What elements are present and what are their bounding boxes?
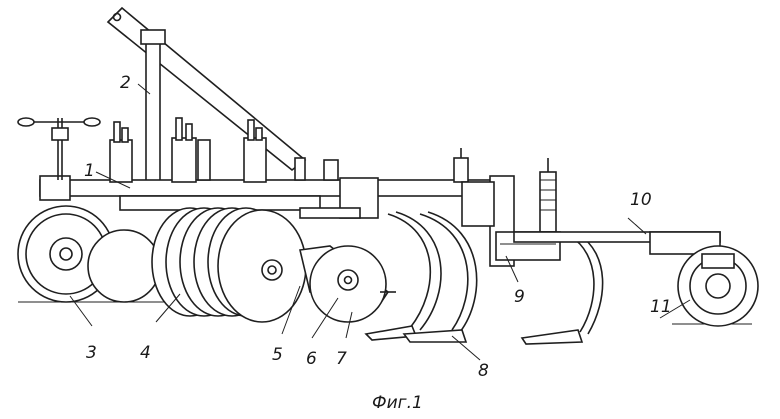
center-block xyxy=(299,177,379,219)
figure-caption: Фиг.1 xyxy=(372,393,423,413)
label-3: 3 xyxy=(86,343,97,363)
press-wheel-assembly xyxy=(299,245,396,323)
ground-lines xyxy=(18,301,752,325)
part-labels: 1 2 3 4 5 6 7 8 9 10 11 xyxy=(84,73,672,381)
label-11: 11 xyxy=(650,297,672,317)
disc-gang xyxy=(151,207,307,323)
screw-adjuster xyxy=(17,117,101,180)
label-1: 1 xyxy=(84,161,95,181)
label-5: 5 xyxy=(272,345,283,365)
rear-wheel xyxy=(677,245,759,327)
label-10: 10 xyxy=(630,190,652,210)
curved-tines xyxy=(364,211,478,343)
front-roller xyxy=(17,205,161,303)
label-8: 8 xyxy=(478,361,489,381)
leader-lines xyxy=(69,83,691,361)
spring-units xyxy=(109,117,557,233)
label-9: 9 xyxy=(514,287,525,307)
label-2: 2 xyxy=(120,73,131,93)
label-7: 7 xyxy=(336,349,347,369)
label-4: 4 xyxy=(140,343,151,363)
label-6: 6 xyxy=(306,349,317,369)
